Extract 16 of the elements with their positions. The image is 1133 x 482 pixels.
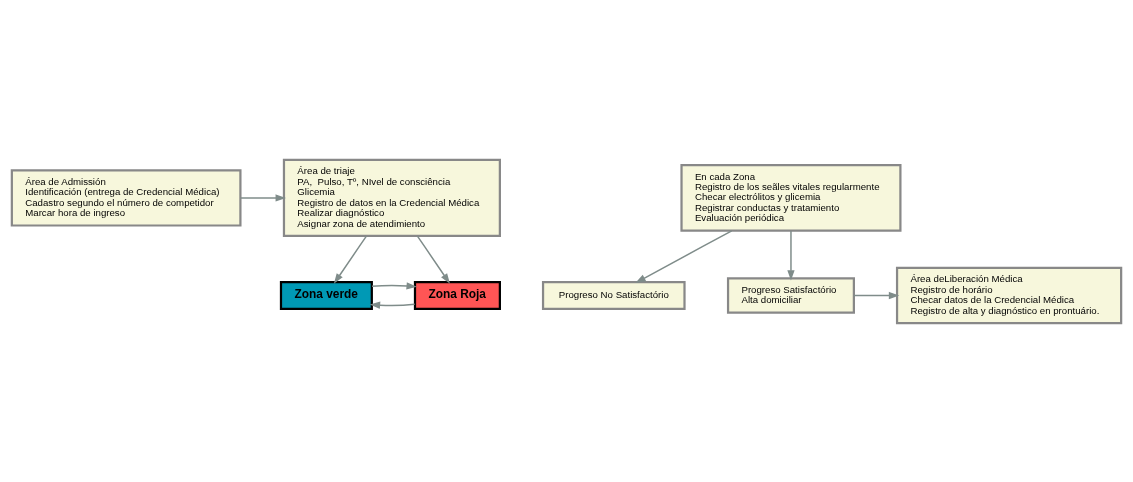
- node-box: Área de triaje PA, Pulso, Tº, NIvel de consciência Glicemia Registro de datos en la Credencial Médica Realizar diagnóstico Asignar zona de atendimiento: [282, 158, 501, 237]
- node-box: Zona Roja: [413, 280, 501, 310]
- node-box: Progreso Satisfactório Alta domiciliar: [726, 276, 855, 314]
- arrow: [371, 281, 417, 290]
- node-box: Progreso No Satisfactório: [541, 280, 686, 310]
- arrow: [787, 229, 795, 281]
- node-box: Área deLiberación Médica Registro de horário Checar datos de la Credencial Médica Registro de alta y diagnóstico en prontuário.: [895, 266, 1123, 324]
- arrow: [853, 291, 900, 299]
- arrow: [416, 234, 450, 284]
- arrow: [635, 229, 733, 283]
- arrow: [333, 234, 368, 284]
- arrow: [239, 193, 286, 202]
- node-box: Zona verde: [279, 280, 373, 310]
- node-box: En cada Zona Registro de los seãles vitales regularmente Checar electrólitos y glicemia Registrar conductas y tratamiento Evaluación periódica: [680, 163, 902, 232]
- arrow: [369, 301, 416, 309]
- node-box: Área de Admissión Identificación (entrega de Credencial Médica) Cadastro segundo el número de competidor Marcar hora de ingreso: [10, 168, 242, 227]
